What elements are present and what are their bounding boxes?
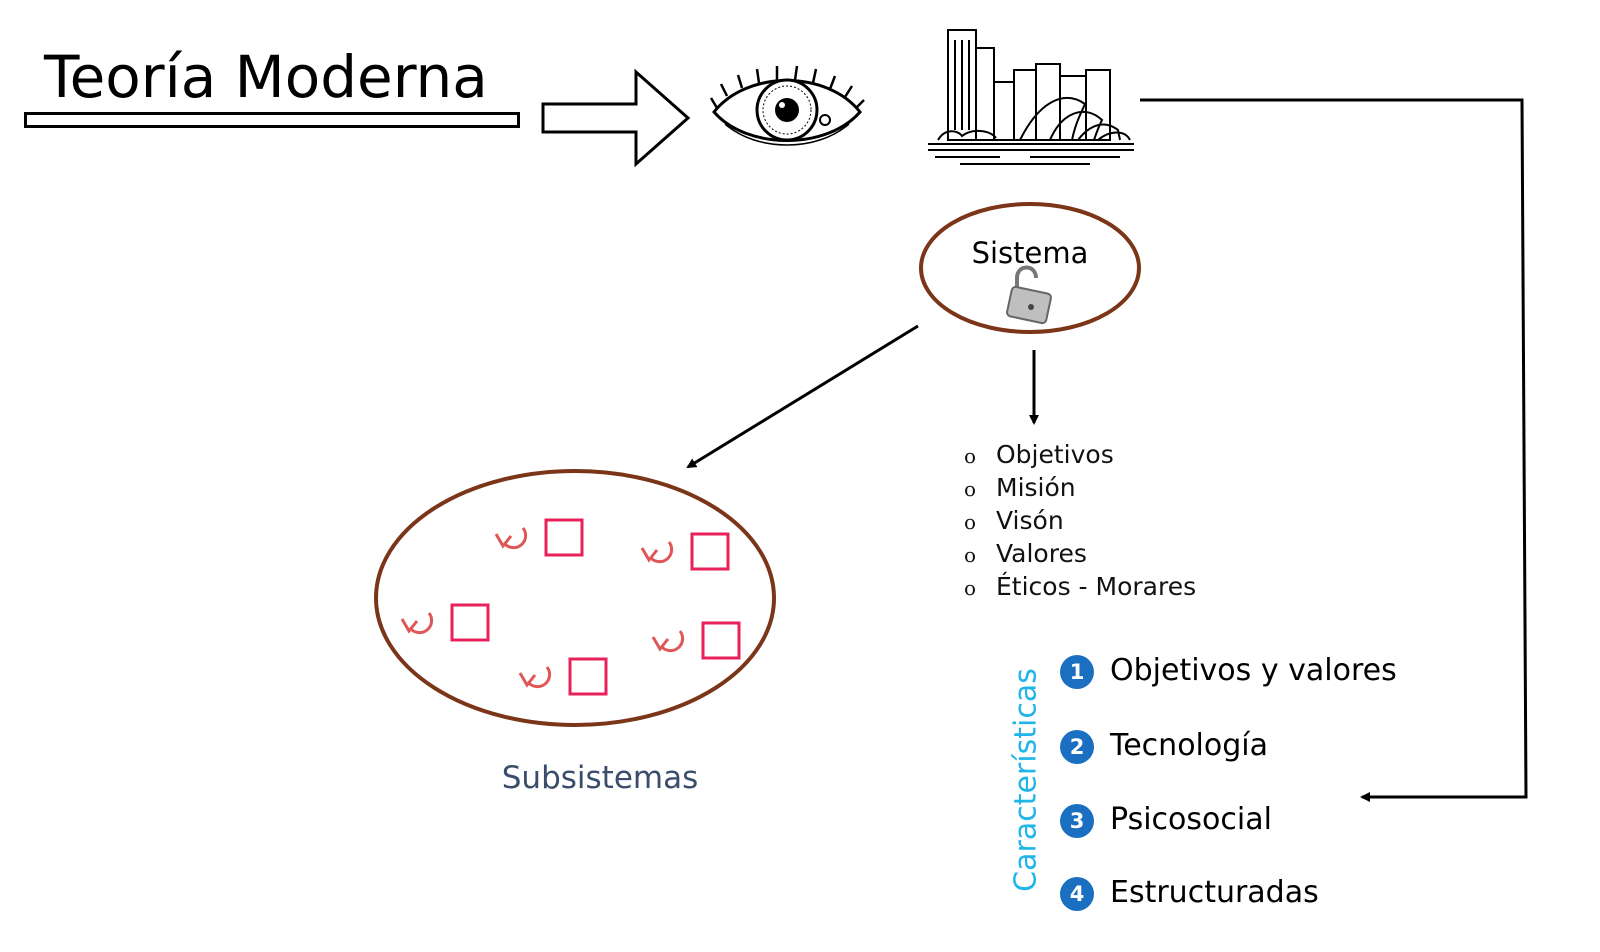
bullet-marker: o bbox=[964, 444, 977, 468]
number-badge: 1 bbox=[1060, 654, 1094, 689]
list-item: o Visón bbox=[964, 506, 1064, 535]
characteristic-item: 4 Estructuradas bbox=[1060, 875, 1319, 911]
bullet-marker: o bbox=[964, 543, 977, 567]
subsystem-unit bbox=[651, 621, 741, 660]
sistema-label: Sistema bbox=[971, 236, 1089, 270]
list-item-label: Éticos - Morares bbox=[996, 572, 1197, 601]
list-item-label: Visón bbox=[996, 506, 1064, 535]
number-badge: 2 bbox=[1060, 729, 1094, 764]
page-title: Teoría Moderna bbox=[44, 43, 488, 111]
city-skyline-icon bbox=[928, 29, 1134, 165]
list-item-label: Valores bbox=[996, 539, 1087, 568]
number-badge: 3 bbox=[1060, 803, 1094, 838]
subsystem-unit bbox=[494, 518, 584, 557]
subsystem-unit bbox=[640, 532, 730, 571]
list-item: o Valores bbox=[964, 539, 1087, 568]
characteristic-label: Psicosocial bbox=[1110, 802, 1272, 837]
characteristic-label: Tecnología bbox=[1110, 728, 1268, 763]
characteristic-item: 3 Psicosocial bbox=[1060, 802, 1272, 838]
subsystem-unit bbox=[518, 657, 608, 696]
list-item: o Misión bbox=[964, 473, 1076, 502]
characteristic-label: Objetivos y valores bbox=[1110, 653, 1397, 688]
list-item-label: Misión bbox=[996, 473, 1076, 502]
block-arrow-right-icon bbox=[541, 68, 691, 168]
subsystem-unit bbox=[400, 603, 490, 642]
characteristic-label: Estructuradas bbox=[1110, 875, 1319, 910]
caracteristicas-label: Características bbox=[1006, 660, 1046, 900]
connector-line bbox=[1140, 98, 1528, 802]
subsistemas-label: Subsistemas bbox=[501, 760, 699, 796]
padlock-icon bbox=[1006, 265, 1052, 325]
arrow-sistema-to-subsistemas bbox=[686, 324, 919, 469]
bullet-marker: o bbox=[964, 510, 977, 534]
bullet-marker: o bbox=[964, 477, 977, 501]
caracteristicas-label-text: Características bbox=[1008, 668, 1044, 892]
subsistemas-ellipse bbox=[374, 469, 776, 727]
list-item-label: Objetivos bbox=[996, 440, 1114, 469]
bullet-marker: o bbox=[964, 576, 977, 600]
eye-icon bbox=[709, 65, 865, 146]
title-underline bbox=[24, 112, 520, 128]
characteristic-item: 2 Tecnología bbox=[1060, 728, 1268, 764]
number-badge: 4 bbox=[1060, 876, 1094, 911]
characteristic-item: 1 Objetivos y valores bbox=[1060, 653, 1397, 689]
list-item: o Éticos - Morares bbox=[964, 572, 1196, 601]
list-item: o Objetivos bbox=[964, 440, 1114, 469]
